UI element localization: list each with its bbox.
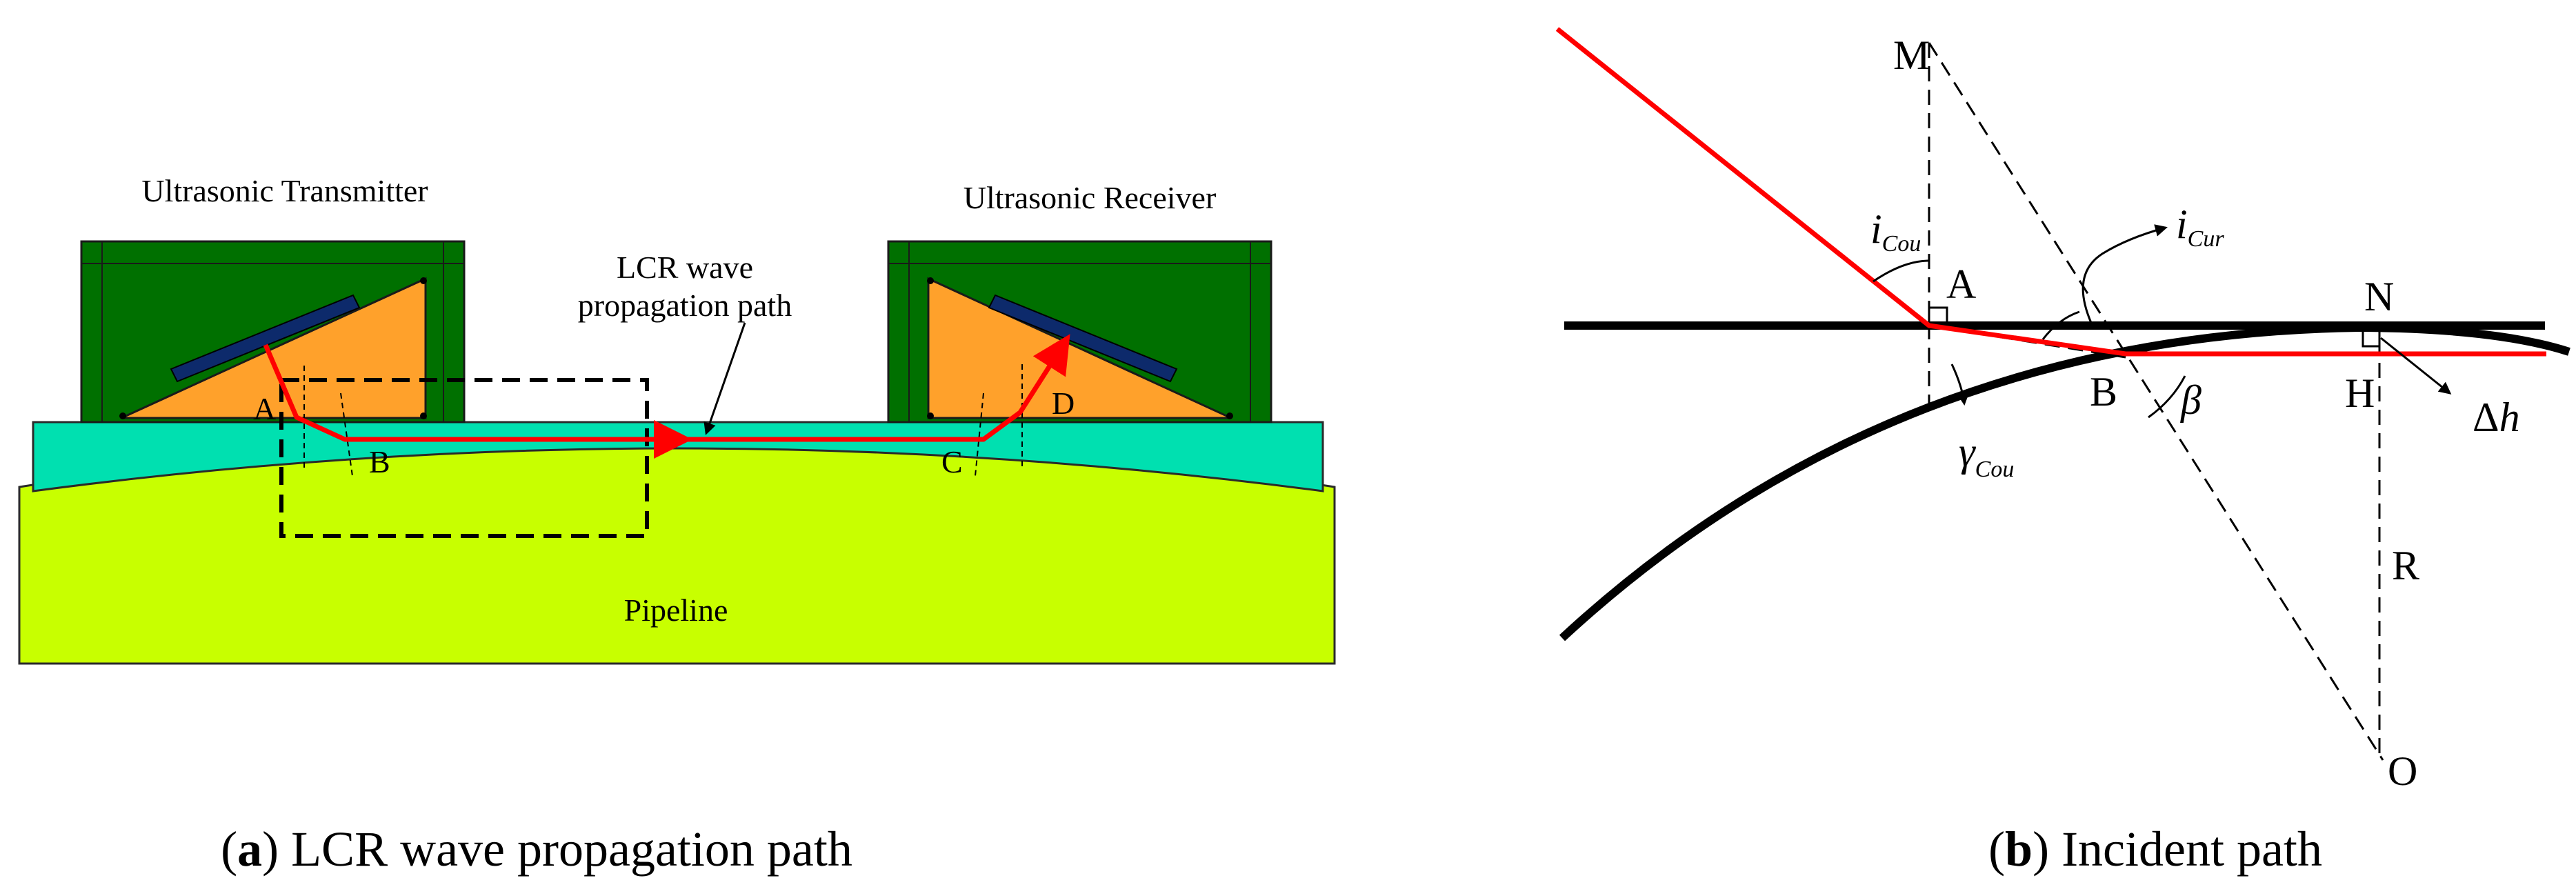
incident-ray <box>1555 27 2546 357</box>
pipeline-label: Pipeline <box>624 593 728 628</box>
pipe-surface-arc <box>1559 323 2570 641</box>
point-o-label: O <box>2388 748 2417 794</box>
angle-i-cou-arc <box>1873 259 1930 283</box>
zoom-region-box <box>279 378 649 538</box>
construction-lines <box>1928 42 2384 761</box>
point-m-label: M <box>1893 32 1930 78</box>
panel-b: M A B N H R O iCou iCur γCou β Δh (b) In… <box>1555 27 2570 877</box>
angle-i-cou-label: iCou <box>1870 206 1921 257</box>
transmitter-assembly <box>80 240 466 424</box>
delta-h-arrow <box>2380 337 2452 395</box>
path-label-line1: LCR wave <box>617 250 753 285</box>
angle-gamma-arc <box>1950 364 1970 406</box>
caption-a-letter: a <box>237 822 262 877</box>
point-b-label: B <box>369 444 390 479</box>
angle-beta-label: β <box>2180 377 2201 423</box>
caption-b: (b) Incident path <box>1988 822 2322 877</box>
point-n-label: N <box>2364 274 2394 319</box>
caption-b-letter: b <box>2005 822 2033 877</box>
angle-i-cur-inner <box>2041 310 2080 340</box>
point-d-label: D <box>1052 386 1075 421</box>
transmitter-label: Ultrasonic Transmitter <box>141 173 428 208</box>
angle-i-cur-arc <box>2081 224 2168 323</box>
receiver-label: Ultrasonic Receiver <box>963 180 1217 215</box>
transmitter-transducer <box>170 294 361 383</box>
caption-a: (a) LCR wave propagation path <box>221 822 852 877</box>
point-b-label-b: B <box>2090 369 2117 415</box>
point-a-label-b: A <box>1946 261 1976 307</box>
receiver-transducer <box>988 294 1178 383</box>
angle-beta-arc <box>2148 375 2186 419</box>
delta-h-label: Δh <box>2473 395 2520 440</box>
panel-a: Ultrasonic Transmitter Ultrasonic Receiv… <box>18 173 1336 877</box>
angle-gamma-label: γCou <box>1959 429 2014 482</box>
path-label-pointer <box>703 322 746 435</box>
point-r-label: R <box>2392 543 2419 588</box>
path-label-line2: propagation path <box>578 288 792 323</box>
point-h-label: H <box>2345 370 2375 416</box>
normal-lines <box>303 364 1023 477</box>
caption-a-text: LCR wave propagation path <box>279 822 852 877</box>
point-c-label: C <box>941 444 963 479</box>
lcr-wave-path <box>263 334 1070 459</box>
caption-b-text: Incident path <box>2049 822 2322 877</box>
angle-i-cur-label: iCur <box>2176 201 2224 252</box>
receiver-assembly <box>887 240 1272 424</box>
right-angle-n <box>2362 328 2381 348</box>
angle-arcs <box>1873 224 2452 419</box>
point-a-label: A <box>253 391 276 426</box>
transmitter-wedge <box>121 277 427 419</box>
